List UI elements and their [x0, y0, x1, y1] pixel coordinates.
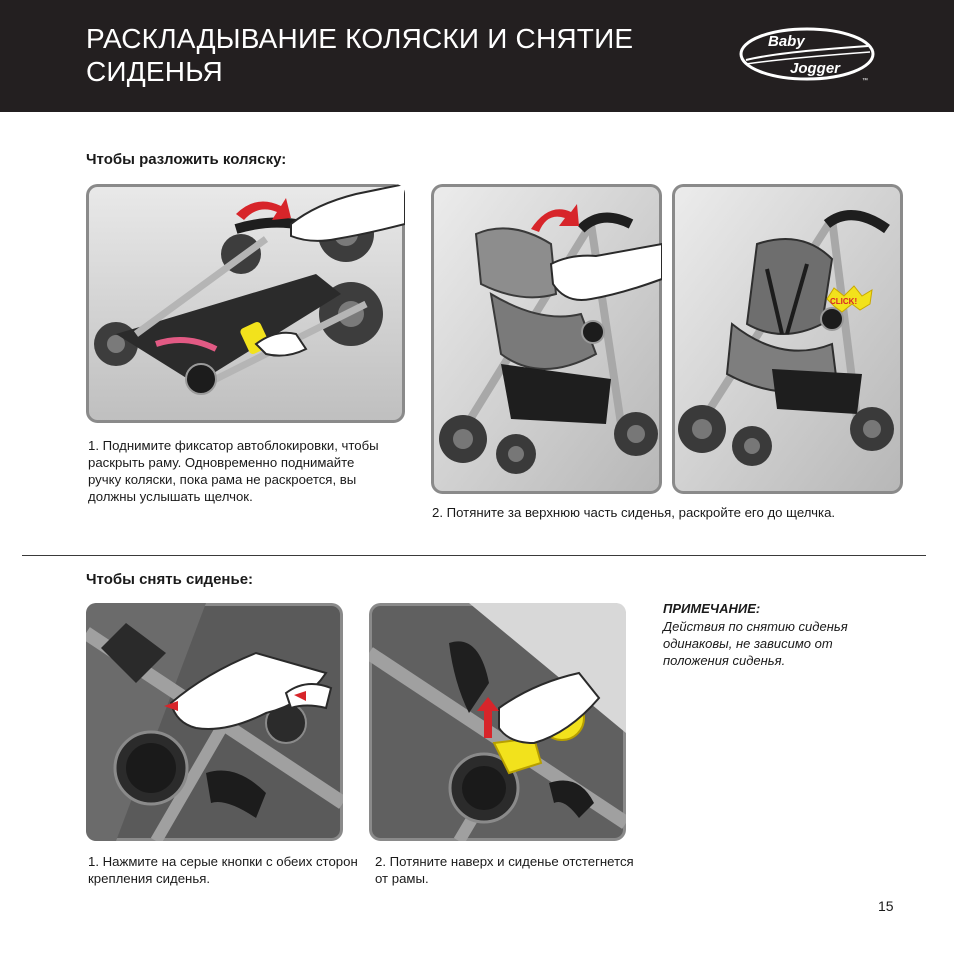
- unfold-step1-text: 1. Поднимите фиксатор автоблокировки, чт…: [88, 438, 379, 504]
- page-header: РАСКЛАДЫВАНИЕ КОЛЯСКИ И СНЯТИЕ СИДЕНЬЯ B…: [0, 0, 954, 112]
- section-divider: [22, 555, 926, 556]
- click-label: CLICK!: [830, 297, 857, 306]
- unfold-step2-text: 2. Потяните за верхнюю часть сиденья, ра…: [432, 505, 836, 520]
- unfold-heading: Чтобы разложить коляску:: [86, 151, 287, 168]
- page-title: РАСКЛАДЫВАНИЕ КОЛЯСКИ И СНЯТИЕ СИДЕНЬЯ: [86, 23, 634, 87]
- remove-seat-step1-text: 1. Нажмите на серые кнопки с обеих сторо…: [88, 854, 358, 886]
- unfold-photo-2: [431, 184, 662, 494]
- note-text: Действия по снятию сиденья одинаковы, не…: [663, 619, 848, 668]
- remove-seat-step2-text: 2. Потяните наверх и сиденье отстегнется…: [375, 854, 634, 886]
- logo-text-top: Baby: [768, 33, 805, 50]
- logo-trademark: ™: [862, 77, 868, 84]
- remove-seat-photo-1: [86, 603, 343, 841]
- page-number: 15: [878, 898, 894, 914]
- baby-jogger-logo: Baby Jogger ™: [739, 27, 875, 84]
- note-title: ПРИМЕЧАНИЕ:: [663, 601, 761, 616]
- remove-seat-heading: Чтобы снять сиденье:: [86, 571, 254, 588]
- unfold-photo-1: [86, 184, 405, 423]
- unfold-photo-3: CLICK!: [672, 184, 903, 494]
- remove-seat-photo-2: [369, 603, 626, 841]
- logo-text-bottom: Jogger: [790, 60, 841, 77]
